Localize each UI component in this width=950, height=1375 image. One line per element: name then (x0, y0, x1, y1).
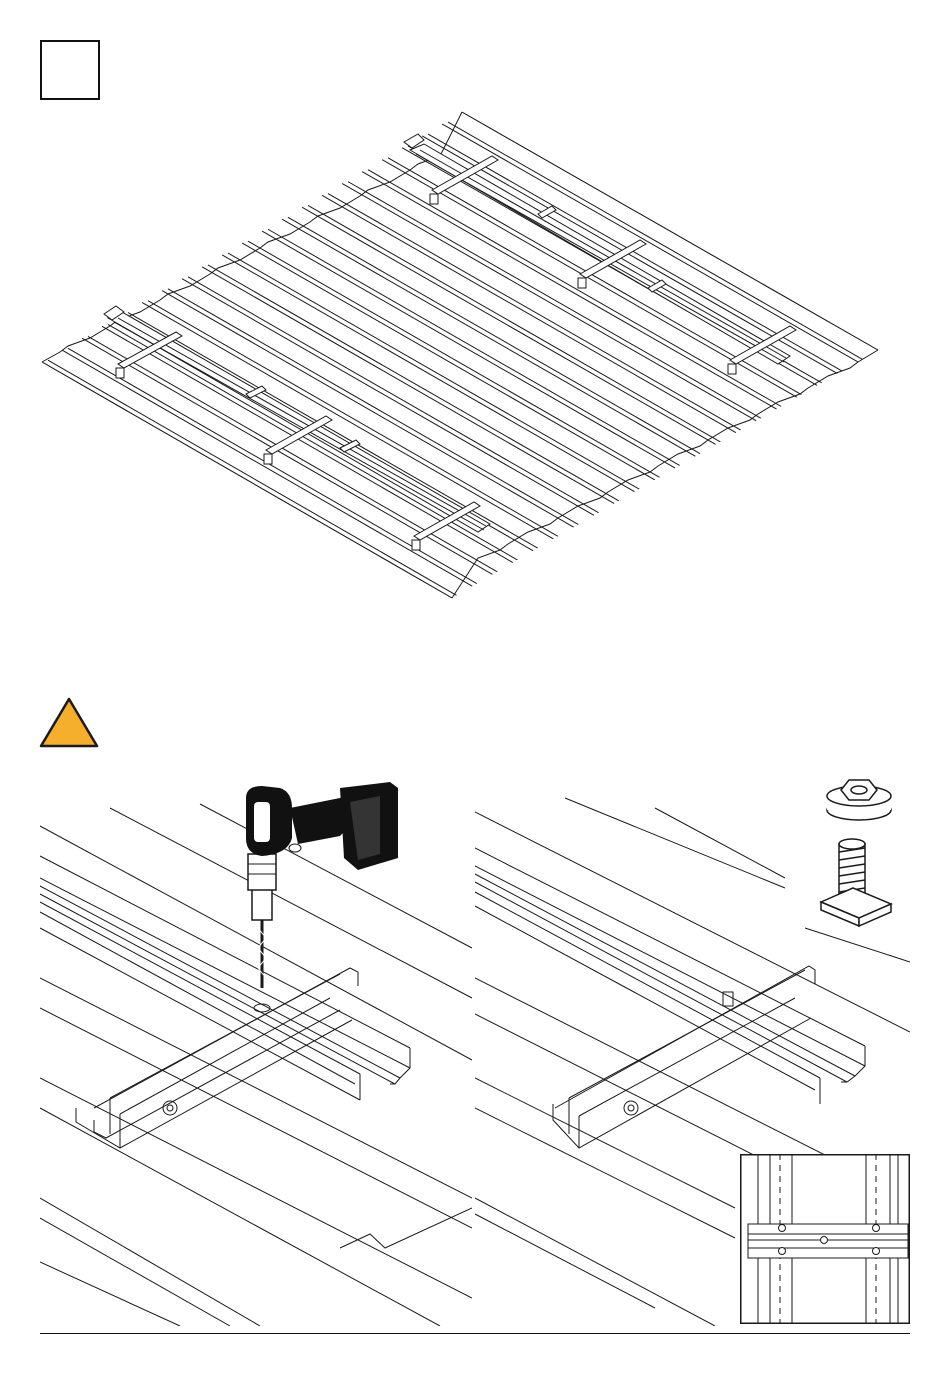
warning-triangle-icon (38, 696, 100, 750)
corrugation-ridge (448, 122, 864, 360)
footer-divider (40, 1333, 910, 1334)
corrugation-ridge (202, 267, 614, 504)
roof-overview-illustration (0, 105, 950, 610)
corrugation-ridge (282, 219, 695, 456)
cordless-drill-icon (246, 782, 398, 988)
flange-nut-icon (827, 780, 891, 820)
corrugation-ridge (328, 194, 742, 431)
corrugation-ridge (248, 241, 661, 478)
corrugation-ridge (348, 182, 762, 419)
mounting-rail (475, 848, 865, 1104)
corrugation-ridge (362, 172, 777, 410)
rail-row-left (104, 306, 490, 550)
corrugation-ridge (228, 253, 641, 490)
corrugation-ridge (162, 291, 574, 528)
corrugation-ridge (442, 124, 858, 362)
corrugation-ridge (108, 324, 519, 560)
corrugation-ridge (128, 313, 539, 549)
corrugation-ridge (322, 195, 736, 432)
corrugation-ridge (102, 326, 513, 562)
roof-sheet (42, 110, 884, 598)
corrugation-ridge (148, 301, 559, 537)
corrugation-ridge (308, 205, 722, 442)
corrugation-ridge (62, 350, 472, 586)
rail-row-right (404, 134, 796, 374)
corrugation-ridge (168, 289, 580, 526)
corrugation-ridge (368, 170, 783, 408)
corrugation-ridge (142, 302, 553, 538)
mounting-rail (40, 856, 410, 1100)
corrugation-ridge (288, 217, 701, 454)
corrugation-ridge (468, 110, 884, 348)
drill-detail-illustration (40, 778, 472, 1326)
t-head-bolt-icon (821, 839, 891, 926)
top-view-inset (740, 1154, 910, 1324)
step-number-box (40, 40, 100, 100)
corrugation-ridge (242, 243, 655, 480)
corrugation-ridge (208, 265, 620, 502)
corrugation-ridge (222, 255, 635, 492)
corrugation-ridge (82, 338, 493, 574)
crossbar (76, 968, 358, 1148)
crossbar (553, 966, 815, 1148)
corrugation-ridge (88, 336, 499, 572)
corrugation-ridge (302, 207, 716, 444)
bolt-head (624, 1101, 638, 1115)
